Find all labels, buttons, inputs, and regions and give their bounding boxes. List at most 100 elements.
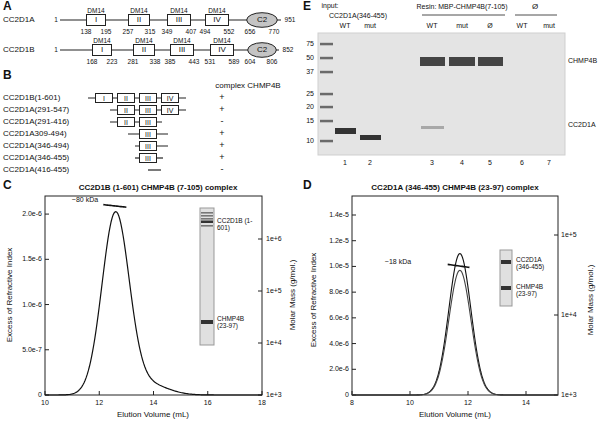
domain-numeral: IV bbox=[213, 16, 221, 24]
domain-numeral: III bbox=[176, 16, 183, 24]
gel-band bbox=[501, 260, 511, 264]
gel-inset bbox=[500, 250, 512, 306]
residue-number: 349 bbox=[162, 28, 173, 35]
tick-mark bbox=[258, 343, 262, 344]
lane-label: mut bbox=[364, 22, 376, 30]
axis-title: Excess of Refractive Index bbox=[6, 248, 15, 343]
bracket-line bbox=[422, 15, 505, 16]
marker-band bbox=[320, 140, 333, 143]
domain-numeral: C2 bbox=[257, 16, 267, 24]
domain-numeral: III bbox=[145, 143, 151, 150]
c2-domain: C2 bbox=[246, 12, 278, 28]
dm14-domain: III bbox=[139, 117, 157, 127]
tick-mark bbox=[258, 239, 262, 240]
chart-title: CC2D1A (346-455) CHMP4B (23-97) complex bbox=[371, 184, 538, 193]
gel-band bbox=[201, 221, 213, 224]
dm14-domain: DM14II bbox=[128, 14, 150, 26]
tick-label: 10 bbox=[406, 399, 414, 407]
tick-label: 8 bbox=[350, 399, 354, 407]
construct-name: CC2D1A309-494) bbox=[3, 130, 67, 139]
dm14-domain: IV bbox=[161, 93, 179, 103]
tick-label: 1.5e-6 bbox=[22, 255, 42, 263]
residue-number: 315 bbox=[145, 28, 156, 35]
input-label: input: bbox=[321, 2, 338, 10]
refractive-index-trace bbox=[352, 254, 557, 395]
lane-number: 7 bbox=[547, 159, 551, 167]
protein-band bbox=[421, 126, 444, 129]
tick-mark bbox=[526, 391, 527, 395]
domain-numeral: III bbox=[145, 131, 151, 138]
tick-label: 0 bbox=[345, 391, 349, 399]
gel-inset bbox=[200, 208, 214, 345]
construct-name: CC2D1A(346-455) bbox=[3, 154, 69, 163]
dm14-domain: DM14IV bbox=[210, 44, 234, 56]
tick-mark bbox=[352, 266, 356, 267]
band-label: CHMP4B (23-97) bbox=[217, 315, 257, 329]
domain-numeral: IV bbox=[218, 46, 226, 54]
marker-size: 50 bbox=[306, 54, 314, 62]
marker-size: 20 bbox=[306, 103, 314, 111]
tick-label: 1e+3 bbox=[561, 391, 577, 399]
tick-label: 0 bbox=[38, 391, 42, 399]
lane-label: WT bbox=[427, 22, 438, 30]
tick-label: 14 bbox=[150, 399, 158, 407]
tick-mark bbox=[99, 391, 100, 395]
domain-heading: DM14 bbox=[213, 37, 230, 44]
tick-mark bbox=[468, 391, 469, 395]
lane-label: WT bbox=[517, 22, 528, 30]
residue-number: 138 bbox=[81, 28, 92, 35]
tick-label: 1e+4 bbox=[266, 339, 282, 347]
column-header: complex CHMP4B bbox=[215, 82, 280, 91]
construct-name: CC2D1A(416-455) bbox=[3, 166, 69, 175]
panel-letter: E bbox=[303, 0, 311, 13]
tick-label: 1.2e-5 bbox=[329, 237, 349, 245]
refractive-index-trace bbox=[352, 270, 557, 395]
lane-label: Ø bbox=[487, 22, 492, 30]
protein-name: CC2D1A bbox=[3, 16, 35, 25]
gel-band bbox=[201, 320, 213, 324]
dm14-domain: III bbox=[139, 93, 157, 103]
residue-number: 195 bbox=[101, 28, 112, 35]
tick-mark bbox=[410, 391, 411, 395]
panel-letter: A bbox=[3, 0, 12, 13]
band-label: CC2D1A bbox=[568, 121, 596, 129]
marker-band bbox=[320, 43, 333, 46]
lane-label: mut bbox=[456, 22, 468, 30]
tick-label: 2.0e-6 bbox=[329, 365, 349, 373]
residue-number: 168 bbox=[87, 58, 98, 65]
domain-numeral: I bbox=[103, 95, 105, 102]
binding-result: + bbox=[219, 153, 224, 163]
residue-number: 494 bbox=[200, 28, 211, 35]
domain-numeral: IV bbox=[167, 107, 174, 114]
dm14-domain: II bbox=[117, 117, 135, 127]
marker-size: 75 bbox=[306, 40, 314, 48]
gel-band bbox=[201, 218, 213, 220]
tick-label: 1e+5 bbox=[561, 231, 577, 239]
domain-numeral: C2 bbox=[257, 46, 267, 54]
resin-label: Resin: MBP-CHMP4B(7-105) bbox=[416, 3, 507, 11]
domain-heading: DM14 bbox=[208, 7, 225, 14]
construct-name: CC2D1B(1-601) bbox=[3, 94, 60, 103]
gel-band bbox=[201, 215, 213, 217]
marker-band bbox=[320, 120, 333, 123]
domain-numeral: IV bbox=[167, 95, 174, 102]
protein-band bbox=[335, 128, 356, 134]
protein-band bbox=[360, 135, 381, 140]
domain-heading: DM14 bbox=[87, 7, 104, 14]
residue-number: 1 bbox=[54, 46, 58, 53]
figure-art-group bbox=[45, 15, 565, 395]
tick-mark bbox=[352, 391, 353, 395]
band-label: CHMP4B bbox=[568, 57, 597, 65]
residue-number: 604 bbox=[245, 58, 256, 65]
marker-band bbox=[320, 57, 333, 60]
gel bbox=[318, 33, 565, 155]
construct-name: CC2D1A(291-416) bbox=[3, 118, 69, 127]
residue-number: 531 bbox=[205, 58, 216, 65]
protein-name: CC2D1B bbox=[3, 46, 35, 55]
axis-title: Molar Mass (g/mol.) bbox=[587, 265, 596, 336]
tick-mark bbox=[352, 240, 356, 241]
marker-size: 37 bbox=[306, 68, 314, 76]
tick-mark bbox=[352, 317, 356, 318]
residue-number: 770 bbox=[269, 28, 280, 35]
band-label: CC2D1B (1-601) bbox=[217, 217, 257, 231]
